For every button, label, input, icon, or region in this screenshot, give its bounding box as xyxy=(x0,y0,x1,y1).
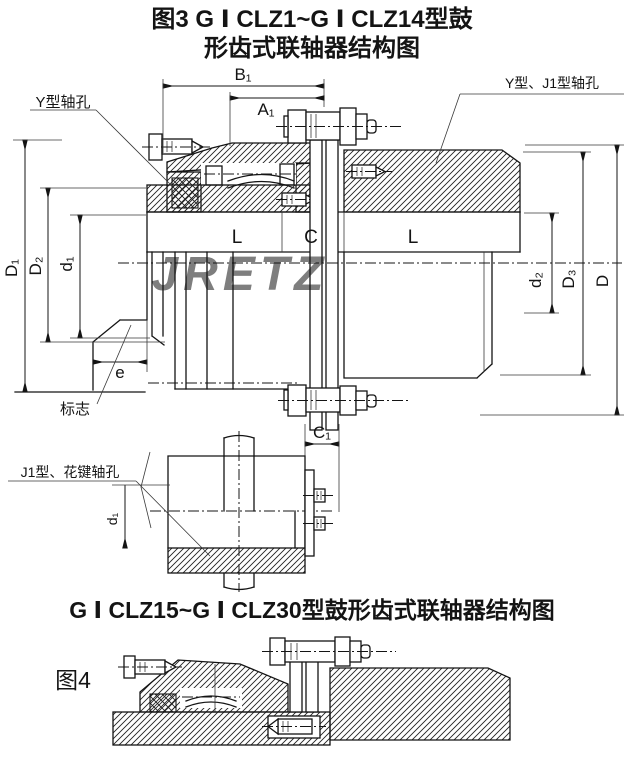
bottom-half-left-outline xyxy=(148,251,316,390)
dim-label-d1-section: d₁ xyxy=(104,512,120,525)
page-title-line2: 形齿式联轴器结构图 xyxy=(204,34,420,62)
dimension-e: e xyxy=(92,320,148,382)
callout-j1-spline-bore: J1型、花键轴孔 xyxy=(8,451,211,557)
fig4-grease-bolt xyxy=(118,655,182,679)
dim-label-d1-cap: D₁ xyxy=(2,259,21,277)
dim-label-e: e xyxy=(115,363,124,382)
fig4-inner-bolt xyxy=(262,715,326,739)
bottom-flange-bolt xyxy=(278,384,408,417)
dim-label-b1: B₁ xyxy=(234,65,251,84)
figure4-heading: G Ⅰ CLZ15~G Ⅰ CLZ30型鼓形齿式联轴器结构图 xyxy=(69,597,554,623)
dimension-d1-small: d₁ xyxy=(57,214,150,339)
dimension-d1-cap: D₁ xyxy=(2,139,62,393)
dimension-d2-cap: D₂ xyxy=(26,187,165,343)
fig4-top-flange-bolt xyxy=(262,636,396,667)
dimension-d3-cap: D₃ xyxy=(500,151,591,376)
dim-label-d2-cap: D₂ xyxy=(26,257,45,276)
figure3-title: 图3 G Ⅰ CLZ1~G Ⅰ CLZ14型鼓 形齿式联轴器结构图 xyxy=(151,6,473,62)
dim-label-a1: A₁ xyxy=(257,100,274,119)
dimension-d1-section: d₁ xyxy=(104,484,170,549)
fig4-flange-plate-right xyxy=(305,657,319,713)
page-title-line1: 图3 G Ⅰ CLZ1~G Ⅰ CLZ14型鼓 xyxy=(151,6,473,33)
figure3-main-view: L C L JRETZ B₁ A₁ D₁ D₂ d₁ xyxy=(2,65,624,512)
callout-mark-label: 标志 xyxy=(60,401,90,418)
sleeve-grease-bolt xyxy=(142,133,212,161)
right-hub-section xyxy=(343,149,521,213)
callout-j1-spline-label: J1型、花键轴孔 xyxy=(21,464,120,480)
figure4-drawing: 图4 xyxy=(55,636,511,746)
dim-label-d1-small: d₁ xyxy=(57,256,76,271)
figure4-caption: 图4 xyxy=(55,667,91,693)
dimension-d-cap: D xyxy=(480,144,624,416)
fig4-gear-mesh xyxy=(182,664,240,712)
bottom-half-right-outline xyxy=(343,251,493,379)
dim-label-d3-cap: D₃ xyxy=(559,269,578,288)
callout-y-bore: Y型轴孔 xyxy=(30,94,173,187)
dim-label-d-cap: D xyxy=(593,275,612,287)
dim-label-c1: C₁ xyxy=(313,423,331,442)
callout-y-j1-bore: Y型、J1型轴孔 xyxy=(435,75,624,164)
figure3-j1-section-view: d₁ J1型、花键轴孔 xyxy=(8,431,333,592)
dim-label-c: C xyxy=(304,227,318,248)
hub-end-marking-outline xyxy=(14,251,148,393)
callout-y-bore-label: Y型轴孔 xyxy=(35,94,90,111)
dimension-d2-small: d₂ xyxy=(524,212,559,314)
dim-label-d2-small: d₂ xyxy=(526,272,545,288)
dimension-b1: B₁ xyxy=(162,65,325,153)
section-end-plate xyxy=(303,469,333,557)
dim-label-l-right: L xyxy=(408,227,419,248)
dimension-a1: A₁ xyxy=(229,92,325,146)
watermark-logo: JRETZ xyxy=(151,248,328,301)
callout-mark: 标志 xyxy=(60,324,132,418)
dim-label-l-left: L xyxy=(232,227,243,248)
callout-y-j1-bore-label: Y型、J1型轴孔 xyxy=(505,75,599,91)
fig4-flange-plate-left xyxy=(289,657,303,713)
fig4-seal-crosshatch xyxy=(149,693,177,713)
fig4-right-hub-section xyxy=(329,667,511,741)
right-hub-set-screw xyxy=(346,164,392,179)
section-hub-outline xyxy=(167,434,306,591)
top-flange-bolt xyxy=(276,107,402,146)
